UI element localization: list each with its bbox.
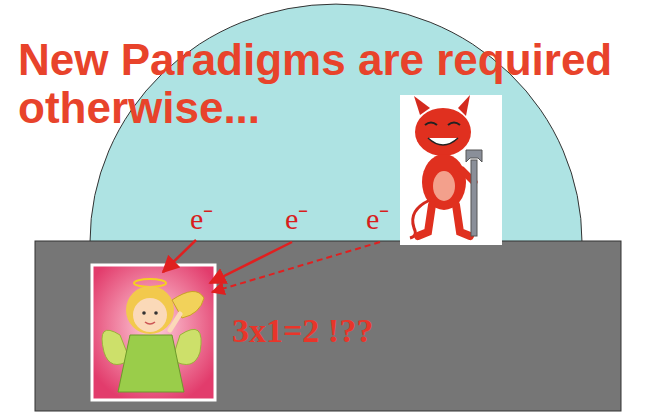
electron-label: e⁻ — [366, 202, 389, 236]
electron-label: e⁻ — [190, 202, 213, 236]
electron-arrow — [210, 242, 292, 283]
substrate — [35, 241, 621, 411]
angel-picture — [92, 265, 215, 400]
electron-arrow — [212, 242, 380, 292]
electron-arrow — [163, 240, 196, 272]
slide-title: New Paradigms are required otherwise... — [18, 36, 648, 132]
devil-picture — [400, 95, 502, 245]
electron-label: e⁻ — [285, 202, 308, 236]
equation-note: 3x1=2 !?? — [232, 312, 373, 350]
